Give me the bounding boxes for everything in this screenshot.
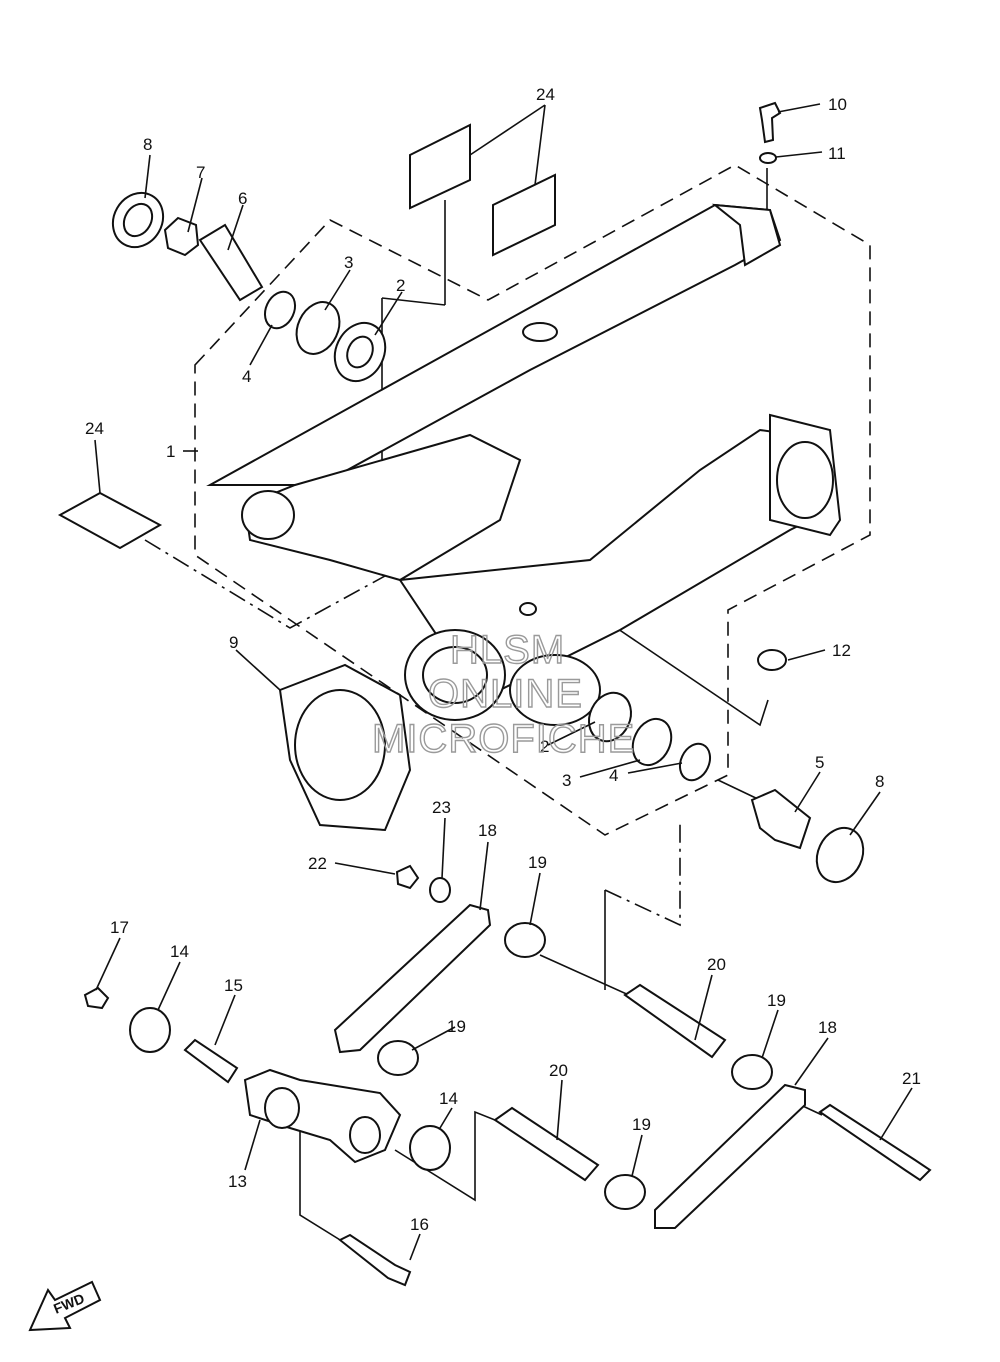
bolt-21 [818, 1103, 932, 1182]
watermark-line-3: MICROFICHE [372, 717, 635, 761]
callout-2: 2 [540, 737, 549, 756]
decal-24-top-left [409, 123, 471, 210]
callout-2: 2 [396, 276, 405, 295]
bearing-2-right [588, 691, 632, 743]
bush-14-left [129, 1007, 171, 1053]
rod-18-upper [333, 903, 492, 1054]
cap-12 [757, 649, 787, 671]
collar-4-right [678, 742, 712, 782]
callout-24: 24 [536, 85, 555, 104]
collar-20-a [623, 983, 727, 1059]
callout-19: 19 [447, 1017, 466, 1036]
callout-3: 3 [344, 253, 353, 272]
bolt-16 [338, 1233, 412, 1287]
bearing-2-left-inner [346, 335, 374, 369]
collar-19-c [731, 1054, 773, 1090]
collar-20-b [493, 1106, 600, 1182]
leader-line-12 [589, 609, 769, 727]
callout-13: 13 [228, 1172, 247, 1191]
leader-line-24-left [144, 539, 406, 629]
callout-14: 14 [170, 942, 189, 961]
callout-leaders [94, 103, 913, 1261]
oil-seal-8-left-inner [122, 202, 154, 238]
callout-23: 23 [432, 798, 451, 817]
callout-5: 5 [815, 753, 824, 772]
callout-9: 9 [229, 633, 238, 652]
collar-4-left [263, 290, 297, 330]
callout-15: 15 [224, 976, 243, 995]
callout-8: 8 [143, 135, 152, 154]
watermark-line-1: HLSM [450, 628, 565, 672]
leader-line-20 [539, 890, 641, 1001]
pivot-housing [404, 629, 601, 726]
fwd-arrow: FWD [28, 1280, 102, 1332]
bolt-10 [758, 101, 782, 144]
callout-16: 16 [410, 1215, 429, 1234]
callout-19: 19 [528, 853, 547, 872]
washer-11 [759, 152, 777, 164]
watermark: HLSM ONLINE MICROFICHE [371, 627, 635, 761]
callout-4: 4 [242, 367, 251, 386]
collar-15 [183, 1038, 239, 1084]
swingarm-body [206, 203, 842, 702]
oil-seal-8-right [815, 826, 865, 884]
callout-18: 18 [478, 821, 497, 840]
callout-11: 11 [828, 144, 846, 163]
nut-22 [395, 864, 420, 890]
callout-19: 19 [632, 1115, 651, 1134]
bolt-5 [750, 788, 812, 850]
collar-19-d [604, 1174, 646, 1210]
callouts: 8 7 6 3 2 4 1 24 24 10 11 9 12 2 3 4 5 8… [85, 85, 921, 1234]
leader-line-5 [717, 779, 761, 801]
callout-19: 19 [767, 991, 786, 1010]
watermark-line-2: ONLINE [428, 672, 583, 716]
callout-20: 20 [549, 1061, 568, 1080]
leader-line-16 [299, 1125, 346, 1244]
callout-18: 18 [818, 1018, 837, 1037]
callout-21: 21 [902, 1069, 921, 1088]
relay-arm-13-bore-a [264, 1087, 300, 1129]
relay-arm-13-bore-b [349, 1116, 381, 1154]
bush-14-right [409, 1125, 451, 1171]
decal-24-left [57, 491, 163, 550]
callout-20: 20 [707, 955, 726, 974]
leader-line-14-right [394, 1110, 501, 1202]
assembly-boundary [194, 164, 871, 836]
callout-17: 17 [110, 918, 129, 937]
callout-4: 4 [609, 766, 618, 785]
callout-10: 10 [828, 95, 847, 114]
callout-22: 22 [308, 854, 327, 873]
bolt-6 [198, 223, 264, 302]
decal-24-top-right [492, 173, 556, 257]
rod-18-lower [654, 1083, 806, 1229]
callout-3: 3 [562, 771, 571, 790]
callout-14: 14 [439, 1089, 458, 1108]
callout-24: 24 [85, 419, 104, 438]
nut-17 [83, 986, 110, 1010]
seal-3-right [631, 717, 673, 767]
callout-8: 8 [875, 772, 884, 791]
callout-12: 12 [832, 641, 851, 660]
leader-line-lower [604, 820, 681, 927]
callout-6: 6 [238, 189, 247, 208]
chain-guard-9-inner [294, 689, 386, 801]
callout-7: 7 [196, 163, 205, 182]
nut-7 [163, 216, 200, 257]
collar-19-a [504, 922, 546, 958]
collar-19-b [377, 1040, 419, 1076]
callout-1: 1 [166, 442, 175, 461]
washer-23 [429, 877, 451, 903]
